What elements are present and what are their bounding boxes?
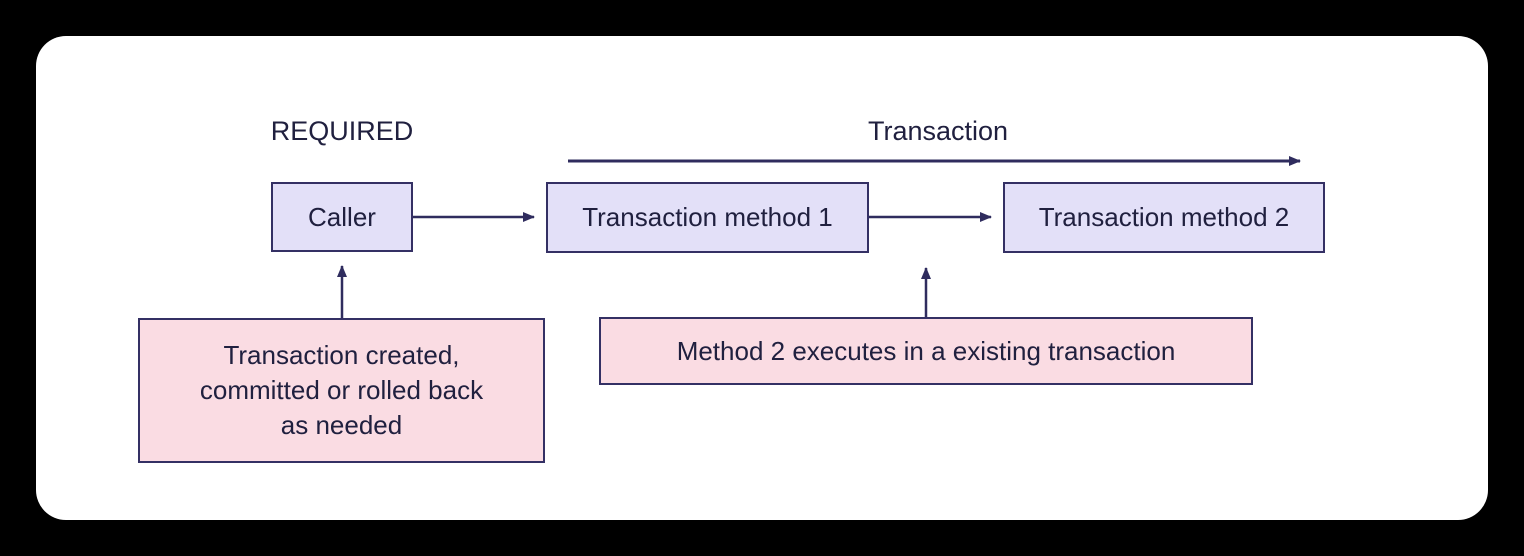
propagation-label: REQUIRED [270,116,414,146]
note-method2-execution: Method 2 executes in a existing transact… [599,317,1253,385]
note-caller-line-2: committed or rolled back [199,375,484,405]
transaction-span-label: Transaction [867,116,1009,146]
node-transaction-method-2: Transaction method 2 [1003,182,1325,253]
note-caller-line-3: as needed [280,410,403,440]
note-caller-transaction: Transaction created, committed or rolled… [138,318,545,463]
node-transaction-method-2-label: Transaction method 2 [1038,202,1290,232]
note-method2-text: Method 2 executes in a existing transact… [676,335,1176,366]
node-caller-label: Caller [308,201,376,232]
node-caller: Caller [271,182,413,252]
node-transaction-method-1: Transaction method 1 [546,182,869,253]
note-caller-line-1: Transaction created, [223,340,460,370]
node-transaction-method-1-label: Transaction method 1 [582,202,833,232]
